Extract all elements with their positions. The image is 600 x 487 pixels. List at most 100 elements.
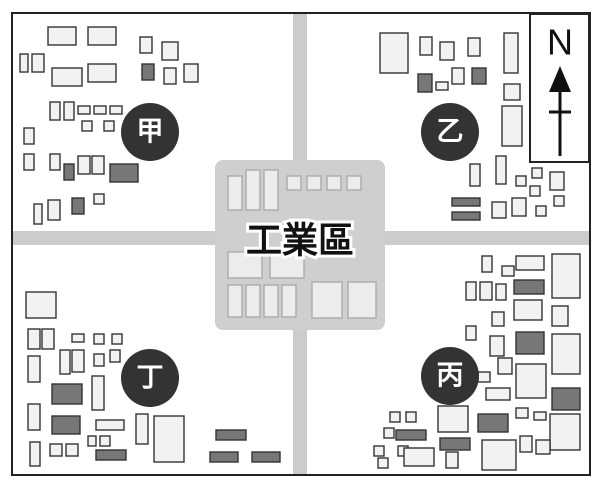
building: [419, 36, 433, 56]
building: [495, 155, 507, 185]
building: [41, 328, 55, 350]
building: [29, 441, 41, 467]
north-arrow-head: [549, 66, 571, 92]
building: [467, 37, 481, 57]
building: [533, 411, 547, 421]
building: [451, 67, 465, 85]
district-marker-circle: [421, 103, 479, 161]
building: [27, 355, 41, 383]
zone-building: [311, 281, 343, 319]
building: [551, 387, 581, 411]
building: [95, 419, 125, 431]
building: [551, 333, 581, 375]
building: [435, 81, 449, 91]
building: [437, 405, 469, 433]
building: [445, 451, 459, 469]
building: [51, 415, 81, 435]
building: [503, 32, 519, 74]
building: [139, 36, 153, 54]
building: [77, 155, 91, 175]
building: [71, 197, 85, 215]
building: [515, 331, 545, 355]
building: [553, 195, 565, 207]
zone-building: [227, 175, 243, 211]
building: [373, 445, 385, 457]
building: [71, 349, 85, 373]
building: [161, 41, 179, 61]
building: [515, 175, 527, 187]
building: [513, 279, 545, 295]
buildings-southwest: [25, 291, 281, 467]
building: [405, 411, 417, 423]
building: [71, 333, 85, 343]
building: [23, 127, 35, 145]
building: [465, 325, 477, 341]
building: [209, 451, 239, 463]
district-label-ding: 丁: [137, 363, 164, 394]
building: [49, 443, 63, 457]
building: [451, 197, 481, 207]
building: [135, 413, 149, 445]
district-marker-bing: 丙: [421, 347, 479, 405]
building: [495, 283, 507, 301]
building: [95, 449, 127, 461]
building: [549, 171, 565, 191]
district-marker-yi: 乙: [421, 103, 479, 161]
building: [153, 415, 185, 463]
building: [469, 163, 481, 187]
building: [33, 203, 43, 225]
building: [551, 253, 581, 299]
building: [477, 371, 491, 383]
building: [491, 311, 505, 327]
zone-building: [269, 251, 305, 279]
building: [515, 407, 529, 419]
industrial-zone: [215, 160, 385, 330]
building: [383, 427, 395, 439]
building: [389, 411, 401, 423]
building: [51, 67, 83, 87]
building: [111, 333, 123, 345]
building: [491, 201, 507, 219]
building: [513, 299, 543, 321]
building: [251, 451, 281, 463]
zone-building: [263, 169, 279, 211]
building: [551, 305, 569, 327]
building: [515, 363, 547, 399]
building: [91, 375, 105, 411]
building: [93, 333, 105, 345]
building: [103, 120, 115, 132]
building: [49, 153, 61, 171]
building: [141, 63, 155, 81]
zone-building: [326, 175, 342, 191]
building: [497, 357, 513, 375]
building: [379, 32, 409, 74]
building: [31, 53, 45, 73]
building: [47, 199, 61, 221]
building: [529, 185, 541, 197]
district-marker-circle: [421, 347, 479, 405]
building: [477, 413, 509, 433]
building: [485, 387, 511, 401]
building: [215, 429, 247, 441]
buildings-northwest: [19, 26, 199, 225]
building: [63, 101, 75, 121]
zone-building: [263, 284, 279, 318]
building: [27, 328, 41, 350]
building: [19, 53, 29, 73]
building: [49, 101, 61, 121]
building: [93, 353, 105, 367]
building: [47, 26, 77, 46]
building: [549, 413, 581, 451]
zone-building: [286, 175, 302, 191]
building: [377, 457, 389, 469]
building: [109, 105, 123, 115]
building: [511, 197, 527, 217]
building: [77, 105, 91, 115]
building: [27, 403, 41, 431]
building: [481, 255, 493, 273]
district-label-bing: 丙: [437, 361, 464, 392]
building: [93, 193, 105, 205]
zone-building: [245, 169, 261, 211]
zone-building: [227, 251, 263, 279]
